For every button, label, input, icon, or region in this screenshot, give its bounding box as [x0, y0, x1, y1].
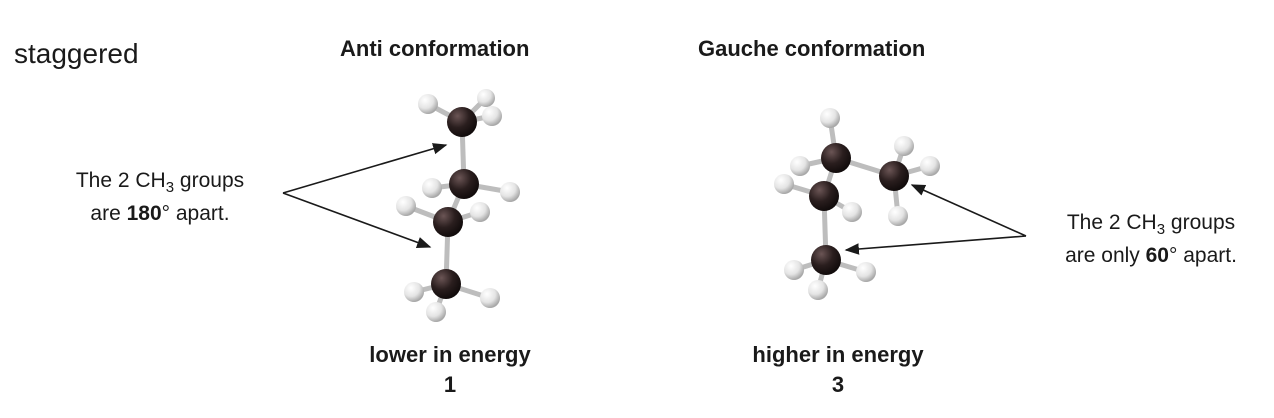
- gauche-note: The 2 CH3 groups are only 60° apart.: [1036, 210, 1266, 269]
- gauche-angle-value: 60: [1145, 244, 1169, 268]
- anti-title: Anti conformation: [340, 36, 530, 61]
- gauche-molecule: [774, 108, 940, 300]
- gauche-arrow-bottom: [844, 235, 1027, 255]
- anti-angle-value: 180: [126, 202, 162, 226]
- gauche-note-text-3: are only: [1065, 244, 1146, 268]
- anti-arrow-top: [282, 143, 448, 194]
- anti-note-text-3: are: [90, 202, 127, 226]
- anti-note: The 2 CH3 groups are 180° apart.: [50, 168, 270, 227]
- gauche-title: Gauche conformation: [698, 36, 926, 61]
- anti-note-text: The 2 CH: [75, 169, 166, 192]
- anti-arrow-bottom: [282, 192, 432, 248]
- gauche-arrow-top: [910, 184, 1027, 237]
- anti-note-text-4: ° apart.: [161, 202, 230, 226]
- gauche-caption: higher in energy 3: [718, 340, 958, 400]
- anti-rank: 1: [443, 372, 457, 397]
- gauche-rank: 3: [831, 372, 845, 397]
- gauche-energy-label: higher in energy: [752, 342, 924, 367]
- side-label: staggered: [14, 38, 139, 69]
- gauche-note-text: The 2 CH: [1066, 211, 1157, 234]
- gauche-note-text-4: ° apart.: [1168, 244, 1237, 268]
- anti-molecule: [396, 89, 520, 322]
- anti-caption: lower in energy 1: [330, 340, 570, 400]
- anti-energy-label: lower in energy: [369, 342, 531, 367]
- anti-note-subscript: 3: [165, 179, 175, 197]
- annotation-arrows: [282, 143, 1027, 255]
- gauche-note-subscript: 3: [1156, 221, 1166, 239]
- anti-note-text-2: groups: [174, 169, 245, 192]
- gauche-note-text-2: groups: [1165, 211, 1236, 234]
